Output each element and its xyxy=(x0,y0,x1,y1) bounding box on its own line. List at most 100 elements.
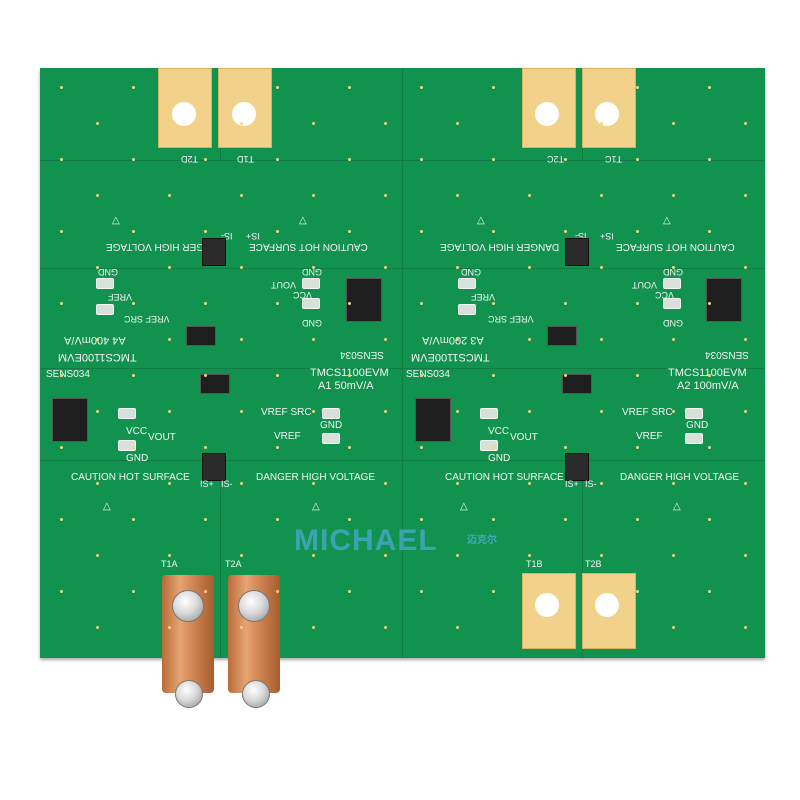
test-pad xyxy=(118,408,136,419)
via xyxy=(492,86,495,89)
pad-label-vref-src: VREF SRC xyxy=(622,407,673,418)
via xyxy=(672,482,675,485)
via xyxy=(420,302,423,305)
via xyxy=(276,230,279,233)
via xyxy=(276,590,279,593)
test-pad xyxy=(322,433,340,444)
terminal-label-t2b: T2B xyxy=(585,559,602,569)
jumper-header xyxy=(547,326,577,346)
via xyxy=(204,590,207,593)
via xyxy=(60,86,63,89)
via xyxy=(744,122,747,125)
via xyxy=(60,374,63,377)
board-title-a3: TMCS1100EVM xyxy=(411,351,490,363)
test-pad xyxy=(480,440,498,451)
via xyxy=(384,482,387,485)
via xyxy=(636,158,639,161)
via xyxy=(564,374,567,377)
is-plus-label: IS+ xyxy=(246,231,260,241)
via xyxy=(744,554,747,557)
via xyxy=(132,158,135,161)
via xyxy=(60,230,63,233)
via xyxy=(492,590,495,593)
via xyxy=(492,518,495,521)
via xyxy=(636,302,639,305)
via xyxy=(204,158,207,161)
via xyxy=(96,338,99,341)
board-title-a2: TMCS1100EVM xyxy=(668,367,747,379)
via xyxy=(744,266,747,269)
pin-header xyxy=(52,398,88,442)
terminal-label-t1d: T1D xyxy=(237,154,255,164)
via xyxy=(240,194,243,197)
test-pad xyxy=(302,298,320,309)
via xyxy=(564,446,567,449)
via xyxy=(240,626,243,629)
via xyxy=(420,86,423,89)
via xyxy=(744,626,747,629)
via xyxy=(312,194,315,197)
via xyxy=(312,626,315,629)
via xyxy=(528,410,531,413)
pad-label-vout: VOUT xyxy=(510,432,538,443)
terminal-hole xyxy=(535,102,559,126)
terminal-label-t1a: T1A xyxy=(161,559,178,569)
warning-caution-hot-surface-bottom-left: CAUTION HOT SURFACE xyxy=(71,472,190,483)
via xyxy=(384,194,387,197)
high-voltage-icon: △ xyxy=(312,501,320,512)
pad-label-vref: VREF xyxy=(274,431,301,442)
via xyxy=(672,338,675,341)
via xyxy=(96,482,99,485)
sens-label-top-left: SENS034 xyxy=(340,349,384,360)
via xyxy=(672,266,675,269)
pad-label-vcc: VCC xyxy=(126,426,148,437)
sens-label-bottom-right: SENS034 xyxy=(406,369,450,380)
board-subtitle-a3: A3 200mV/A xyxy=(422,334,484,346)
via xyxy=(276,158,279,161)
via xyxy=(132,302,135,305)
via xyxy=(348,446,351,449)
test-pad xyxy=(663,278,681,289)
via xyxy=(384,626,387,629)
via xyxy=(312,554,315,557)
via xyxy=(492,374,495,377)
pad-label-gnd: GND xyxy=(126,453,149,464)
pad-label-gnd: GND xyxy=(663,318,683,328)
via xyxy=(636,374,639,377)
via xyxy=(456,410,459,413)
terminal-label-t2a: T2A xyxy=(225,559,242,569)
pcb-board: T2D T1D T2C T1C DANGER HIGH VOLTAGE CAUT… xyxy=(40,68,765,708)
via xyxy=(420,446,423,449)
screw-head xyxy=(238,590,270,622)
is-plus-label: IS+ xyxy=(200,479,214,489)
via xyxy=(276,86,279,89)
via xyxy=(456,626,459,629)
via xyxy=(420,518,423,521)
warning-danger-high-voltage-bottom-right: DANGER HIGH VOLTAGE xyxy=(620,472,740,483)
pad-label-gnd: GND xyxy=(98,267,118,277)
test-pad xyxy=(663,298,681,309)
via xyxy=(132,230,135,233)
via xyxy=(564,158,567,161)
via xyxy=(204,302,207,305)
board-subtitle-a4: A4 400mV/A xyxy=(64,334,126,346)
sens-label-top-right: SENS034 xyxy=(705,349,749,360)
pad-label-gnd: GND xyxy=(320,420,343,431)
via xyxy=(420,590,423,593)
jumper-header xyxy=(562,374,592,394)
pad-label-gnd: GND xyxy=(686,420,709,431)
warning-caution-hot-surface-top-right: CAUTION HOT SURFACE xyxy=(616,241,735,252)
via xyxy=(636,518,639,521)
warning-danger-high-voltage-bottom-left: DANGER HIGH VOLTAGE xyxy=(256,472,376,483)
via xyxy=(564,590,567,593)
via xyxy=(456,122,459,125)
pin-header xyxy=(706,278,742,322)
via xyxy=(348,302,351,305)
via xyxy=(60,158,63,161)
pad-label-vout: VOUT xyxy=(148,432,176,443)
via xyxy=(672,554,675,557)
terminal-label-t2c: T2C xyxy=(547,154,565,164)
via xyxy=(636,230,639,233)
pad-label-vcc: VCC xyxy=(488,426,510,437)
